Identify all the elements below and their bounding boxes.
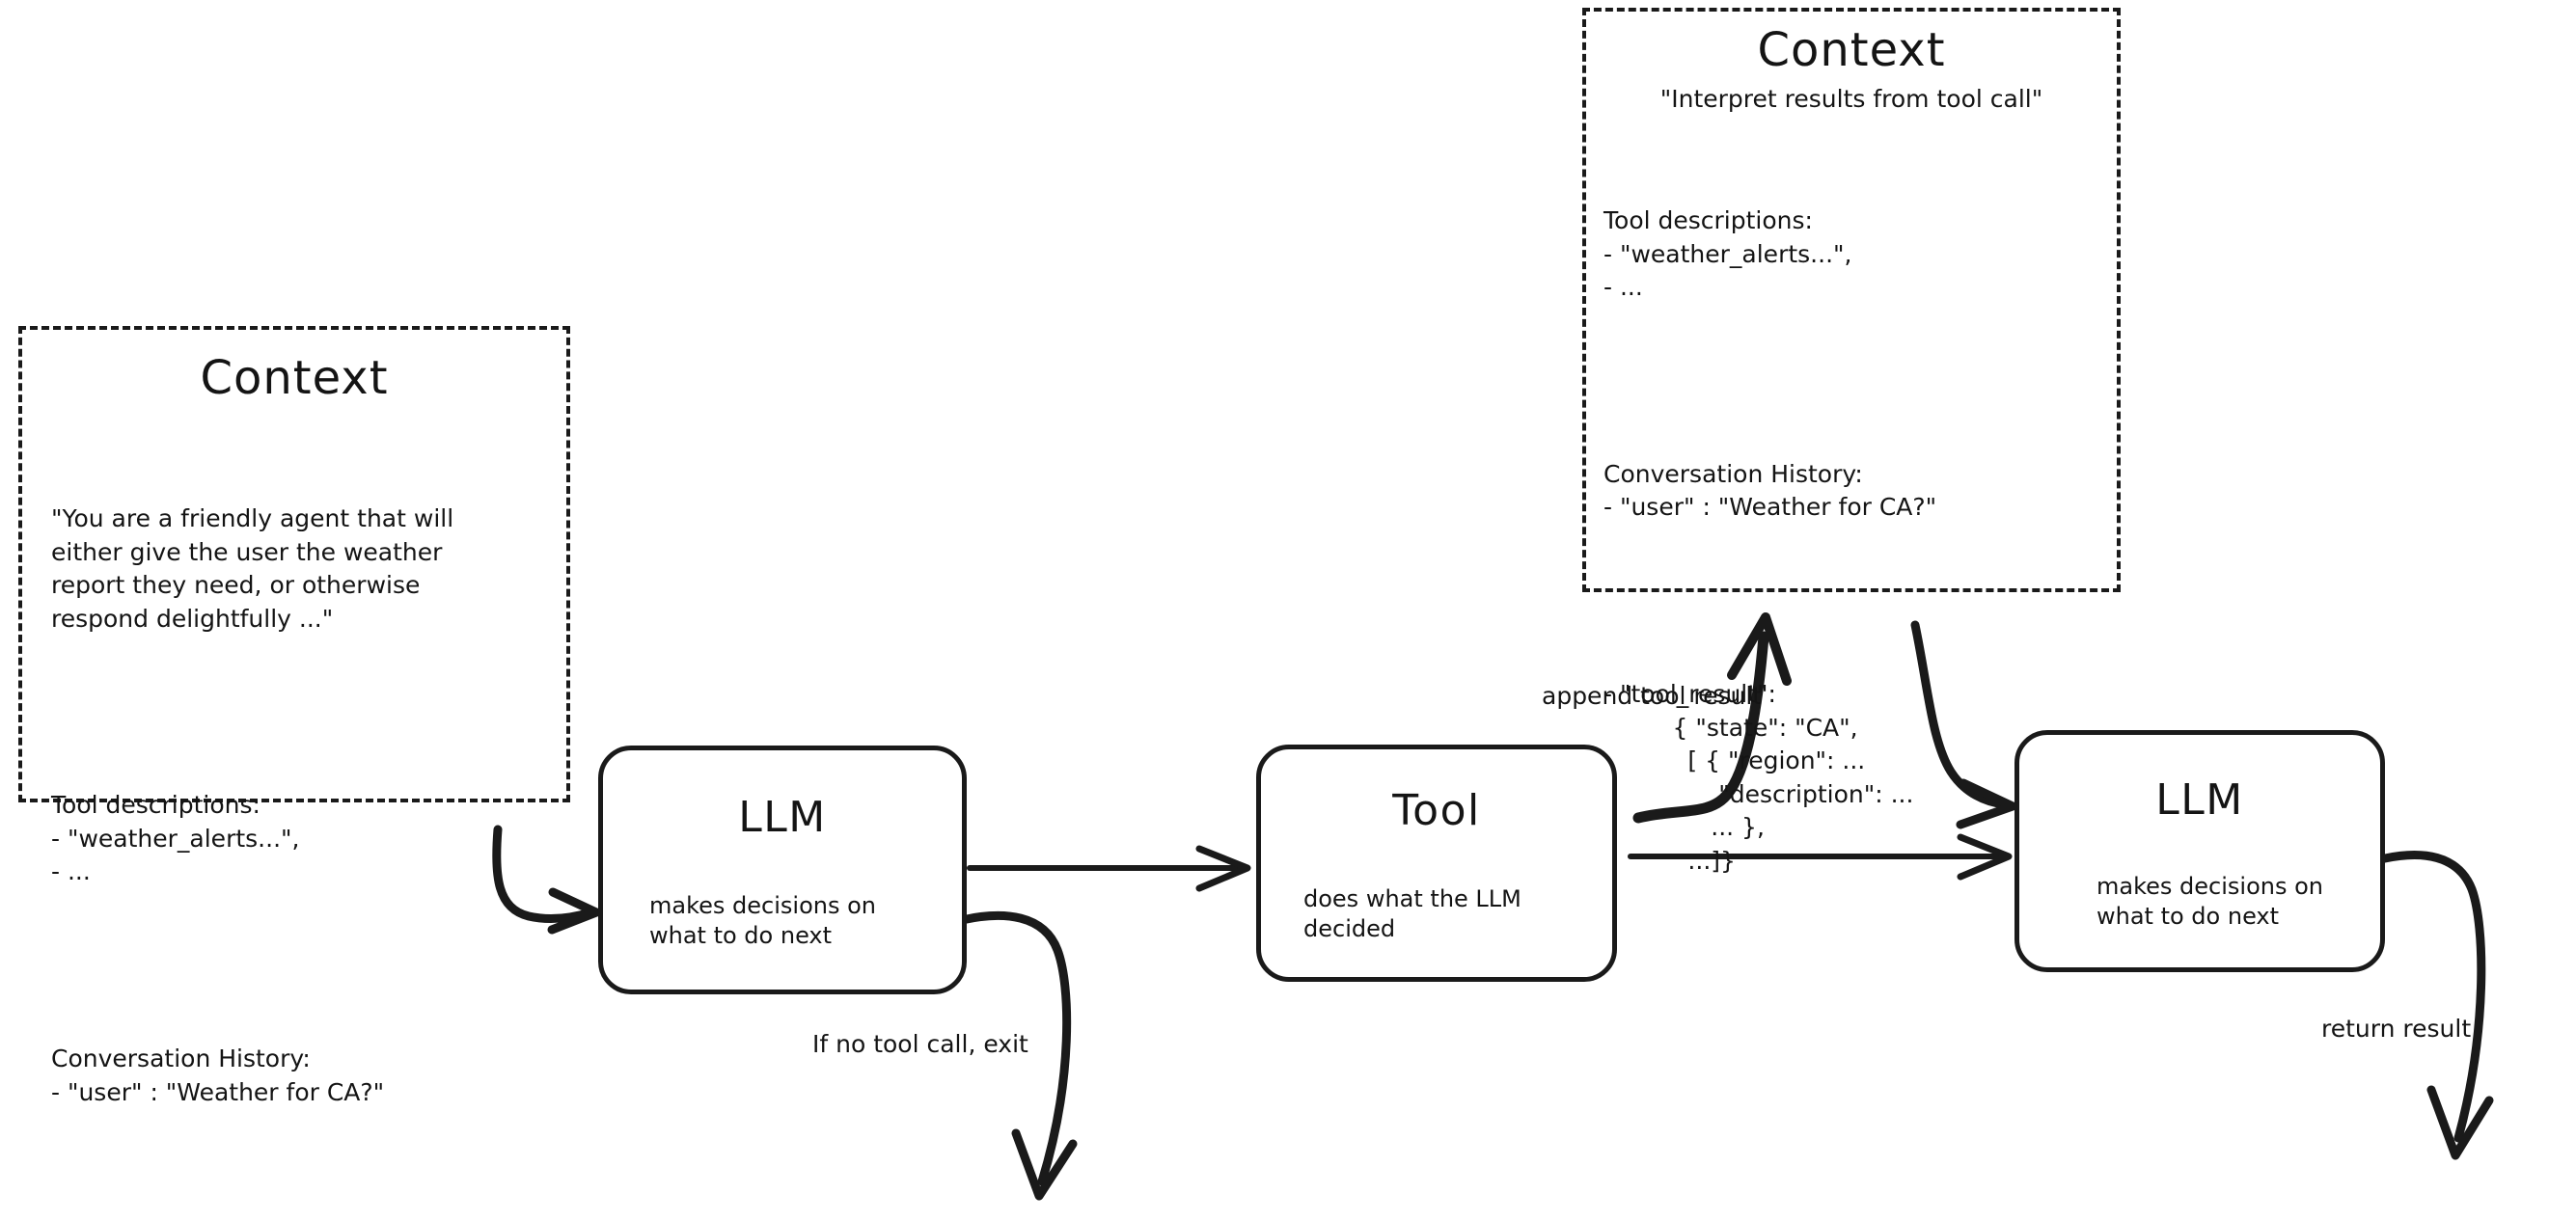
node-llm-2-title: LLM — [2155, 775, 2244, 825]
context-left-paragraph-0: "You are a friendly agent that will eith… — [51, 504, 454, 633]
node-tool-title: Tool — [1392, 786, 1481, 835]
node-tool[interactable]: Tool does what the LLM decided — [1256, 745, 1617, 982]
context-right-title: Context — [1757, 23, 1946, 77]
node-llm-1-subtitle: makes decisions on what to do next — [649, 892, 876, 949]
edge-label-return-result: return result — [2321, 1015, 2472, 1043]
context-box-left: Context "You are a friendly agent that w… — [18, 326, 570, 1106]
context-left-title: Context — [200, 351, 389, 405]
context-left-paragraph-2: Conversation History: - "user" : "Weathe… — [51, 1045, 385, 1106]
context-box-right: Context "Interpret results from tool cal… — [1582, 8, 2121, 875]
node-tool-subtitle: does what the LLM decided — [1303, 885, 1521, 942]
context-right-body: Tool descriptions: - "weather_alerts..."… — [1603, 138, 2103, 944]
spacer — [1603, 591, 2103, 611]
node-llm-1-title: LLM — [738, 793, 827, 842]
context-right-instruction: "Interpret results from tool call" — [1659, 85, 2043, 113]
node-llm-2-subtitle: makes decisions on what to do next — [2096, 873, 2323, 930]
spacer — [1603, 371, 2103, 392]
spacer — [51, 956, 545, 976]
node-llm-1[interactable]: LLM makes decisions on what to do next — [598, 746, 967, 994]
context-right-paragraph-0: Tool descriptions: - "weather_alerts..."… — [1603, 206, 1852, 301]
context-left-body: "You are a friendly agent that will eith… — [51, 436, 545, 1176]
arrow-llm1-to-tool — [967, 845, 1251, 892]
context-left-paragraph-1: Tool descriptions: - "weather_alerts..."… — [51, 791, 300, 886]
edge-label-exit: If no tool call, exit — [812, 1030, 1028, 1058]
edge-label-append-tool-result: append tool result — [1542, 682, 1763, 710]
arrow-llm2-return — [2380, 851, 2494, 1160]
spacer — [51, 702, 545, 722]
context-right-paragraph-2: - "tool_result": { "state": "CA", [ { "r… — [1603, 680, 1914, 875]
node-llm-2[interactable]: LLM makes decisions on what to do next — [2014, 730, 2385, 972]
context-right-paragraph-1: Conversation History: - "user" : "Weathe… — [1603, 459, 1937, 522]
